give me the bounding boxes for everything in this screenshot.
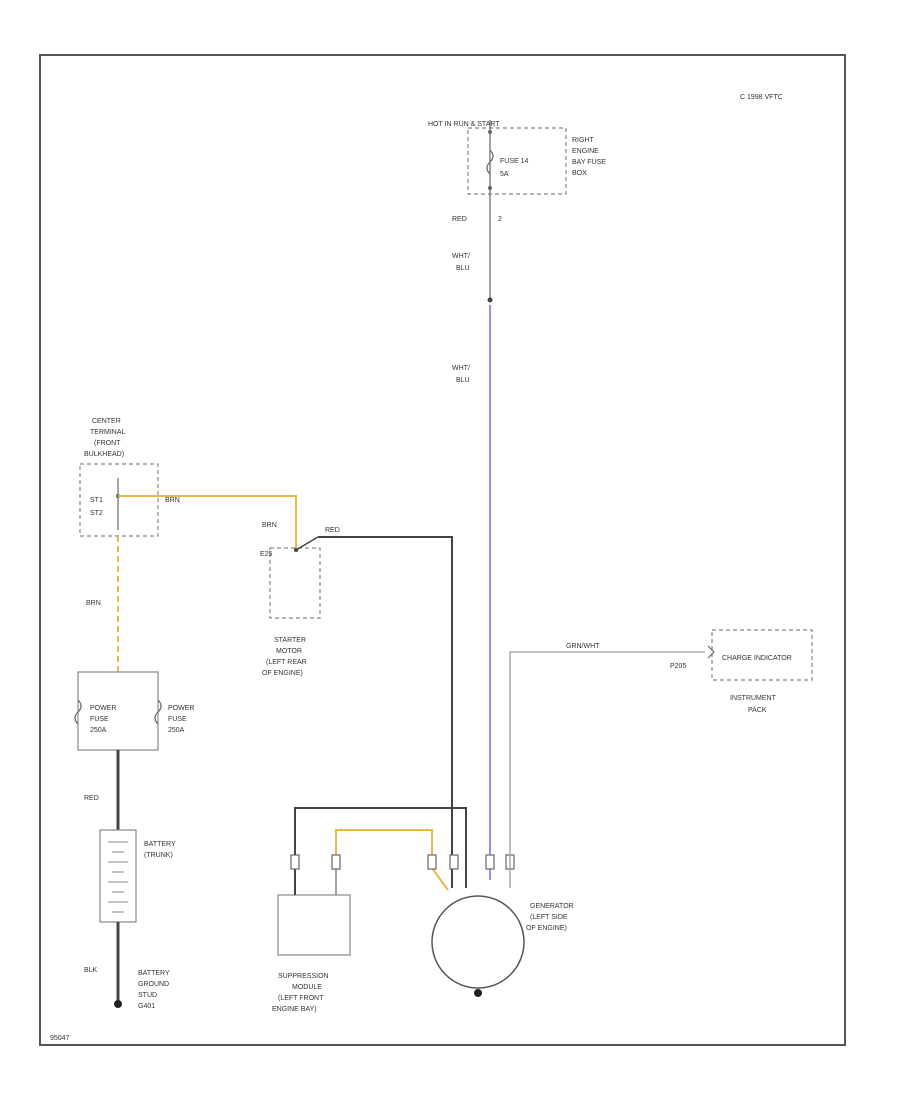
- diagram-code-label: 95047: [50, 1035, 70, 1042]
- starter-terminal-dot: [294, 548, 298, 552]
- instrument-label-2: PACK: [748, 707, 767, 714]
- starter-label-3: (LEFT REAR: [266, 659, 307, 666]
- fuse-box-label-3: BAY FUSE: [572, 159, 606, 166]
- suppression-label-4: ENGINE BAY): [272, 1006, 317, 1013]
- ground-icon: [114, 1000, 122, 1008]
- starter-terminal-label: E25: [260, 551, 273, 558]
- power-fuse-left-icon: [74, 699, 82, 725]
- center-terminal-label-4: BULKHEAD): [84, 451, 124, 458]
- charge-indicator-icon: [707, 645, 715, 659]
- wire-brn-label-2: BRN: [262, 522, 277, 529]
- center-terminal-label-1: CENTER: [92, 418, 121, 425]
- ground-label-4: G401: [138, 1003, 155, 1010]
- generator-label-2: (LEFT SIDE: [530, 914, 568, 921]
- terminal-2-label: 2: [498, 216, 502, 223]
- ground-label-2: GROUND: [138, 981, 169, 988]
- ground-label-3: STUD: [138, 992, 157, 999]
- fuse-terminal-bottom: [488, 186, 492, 190]
- suppression-label-1: SUPPRESSION: [278, 973, 329, 980]
- suppression-label-3: (LEFT FRONT: [278, 995, 324, 1002]
- diagram-frame: [39, 54, 846, 1046]
- ground-label-1: BATTERY: [138, 970, 170, 977]
- fuse-14-icon: [486, 149, 494, 175]
- connector-pins-icon: [290, 854, 515, 870]
- instrument-label-1: INSTRUMENT: [730, 695, 777, 702]
- power-fuse-right-label-1: POWER: [168, 705, 194, 712]
- power-fuse-left-label-2: FUSE: [90, 716, 109, 723]
- center-terminal-label-2: TERMINAL: [90, 429, 126, 436]
- wire-red-starter: [318, 536, 453, 888]
- battery-body: [99, 829, 137, 923]
- suppression-label-2: MODULE: [292, 984, 322, 991]
- power-fuse-left-label-3: 250A: [90, 727, 107, 734]
- suppression-module-box: [277, 894, 351, 956]
- copyright-label: C 1998 VFTC: [740, 94, 783, 101]
- starter-label-1: STARTER: [274, 637, 306, 644]
- starter-motor-box: [269, 547, 321, 619]
- wire-red-label-2: RED: [325, 527, 340, 534]
- wire-grn-wht: [509, 651, 705, 888]
- starter-label-2: MOTOR: [276, 648, 302, 655]
- instrument-pack-box: [711, 629, 813, 681]
- battery-label-1: BATTERY: [144, 841, 176, 848]
- wire-blk-label: BLK: [84, 967, 98, 974]
- right-engine-bay-fuse-box: [467, 127, 567, 195]
- power-fuse-right-label-2: FUSE: [168, 716, 187, 723]
- wire-dark-suppression: [294, 807, 467, 888]
- generator-icon: [431, 895, 525, 989]
- wire-wht-blu-label-2a: WHT/: [452, 365, 470, 372]
- wire-wht-blu-label-1a: WHT/: [452, 253, 470, 260]
- fuse-box-label-1: RIGHT: [572, 137, 595, 144]
- wire-brn-starter: [118, 495, 297, 550]
- st1-label: ST1: [90, 497, 103, 504]
- wire-brn-suppression: [335, 829, 449, 891]
- st2-label: ST2: [90, 510, 103, 517]
- wire-red-label-3: RED: [84, 795, 99, 802]
- generator-label-1: GENERATOR: [530, 903, 574, 910]
- generator-label-3: OF ENGINE): [526, 925, 567, 932]
- power-fuse-left-label-1: POWER: [90, 705, 116, 712]
- generator-ground-dot: [474, 989, 482, 997]
- fuse-14-rating: 5A: [500, 171, 509, 178]
- fuse-box-label-4: BOX: [572, 170, 587, 177]
- fuse-14-label: FUSE 14: [500, 158, 529, 165]
- splice-point: [487, 297, 493, 303]
- wire-grn-wht-label: GRN/WHT: [566, 643, 600, 650]
- fuse-terminal-top: [488, 130, 492, 134]
- power-fuse-right-label-3: 250A: [168, 727, 185, 734]
- center-terminal-label-3: (FRONT: [94, 440, 121, 447]
- wire-brn-label-3: BRN: [86, 600, 101, 607]
- starter-switch-contact: [295, 536, 319, 551]
- fuse-box-label-2: ENGINE: [572, 148, 599, 155]
- charge-indicator-label: CHARGE INDICATOR: [722, 655, 792, 662]
- battery-label-2: (TRUNK): [144, 852, 173, 859]
- wire-wht-blu-label-1b: BLU: [456, 265, 470, 272]
- pin-p205-label: P205: [670, 663, 686, 670]
- battery-cells-icon: [108, 841, 128, 913]
- hot-run-start-label: HOT IN RUN & START: [428, 121, 500, 128]
- wire-brn-label-1: BRN: [165, 497, 180, 504]
- starter-label-4: OF ENGINE): [262, 670, 303, 677]
- power-fuse-right-icon: [154, 699, 162, 725]
- wire-wht-blu-label-2b: BLU: [456, 377, 470, 384]
- wire-red-label: RED: [452, 216, 467, 223]
